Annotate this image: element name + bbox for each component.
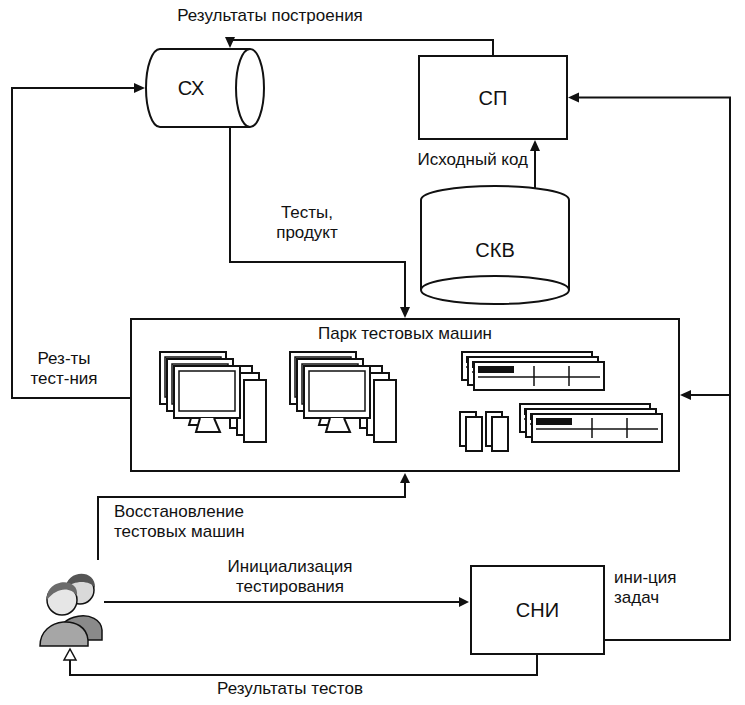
people-icon	[40, 574, 102, 646]
pc-group	[290, 352, 396, 442]
edge-label: Исходный код	[405, 150, 530, 170]
box-label: СП	[479, 86, 508, 110]
box-label: СКВ	[475, 238, 514, 262]
flow-arrow	[568, 93, 730, 641]
restore-arrow	[98, 473, 410, 560]
results-arrow	[64, 649, 537, 675]
process-box: СНИ	[470, 565, 605, 655]
process-box: СП	[418, 55, 568, 140]
box-label: СХ	[178, 76, 205, 100]
flow-arrow	[225, 37, 493, 55]
storage-cylinder: СКВ	[420, 185, 570, 305]
edge-label: Тесты, продукт	[262, 203, 352, 243]
edge-label: Рез-ты тест-ния	[14, 349, 114, 389]
flow-label: Результаты тестов	[180, 679, 400, 699]
machine-pool-box: Парк тестовых машин	[130, 318, 680, 472]
flow-arrow	[12, 83, 145, 398]
flow-label: Инициализация тестирования	[190, 557, 390, 597]
storage-cylinder: СХ	[145, 48, 265, 128]
box-title: Парк тестовых машин	[318, 324, 492, 344]
pc-group	[160, 352, 266, 442]
server-rack	[460, 352, 662, 451]
box-label: СНИ	[516, 598, 559, 622]
edge-label: ини-ция задач	[612, 568, 692, 608]
flow-label: Восстановление тестовых машин	[112, 502, 302, 542]
cylinder-outline	[145, 48, 265, 128]
init-arrow	[104, 597, 469, 607]
flow-arrow	[230, 128, 410, 318]
flow-arrow	[605, 390, 730, 640]
flow-arrow	[530, 140, 540, 188]
edge-label: Результаты построения	[150, 6, 390, 26]
